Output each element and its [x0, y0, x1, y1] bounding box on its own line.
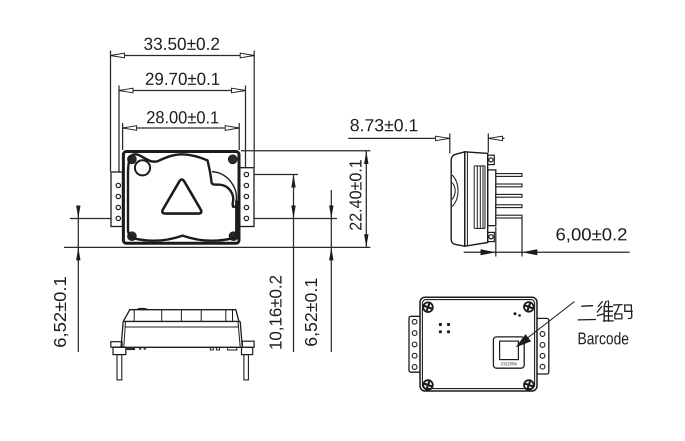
svg-text:10,16±0.2: 10,16±0.2 — [266, 275, 286, 350]
svg-text:6,00±0.2: 6,00±0.2 — [555, 224, 627, 244]
svg-text:8.73±0.1: 8.73±0.1 — [350, 115, 419, 135]
svg-text:Barcode: Barcode — [577, 329, 629, 348]
svg-text:22.40±0.1: 22.40±0.1 — [346, 159, 366, 231]
svg-text:C51Z05Ie: C51Z05Ie — [501, 361, 517, 366]
svg-text:6,52±0.1: 6,52±0.1 — [50, 276, 70, 348]
svg-text:6,52±0.1: 6,52±0.1 — [301, 278, 321, 347]
svg-text:29.70±0.1: 29.70±0.1 — [145, 69, 220, 89]
svg-text:28.00±0.1: 28.00±0.1 — [146, 107, 219, 127]
svg-text:33.50±0.2: 33.50±0.2 — [143, 34, 220, 54]
